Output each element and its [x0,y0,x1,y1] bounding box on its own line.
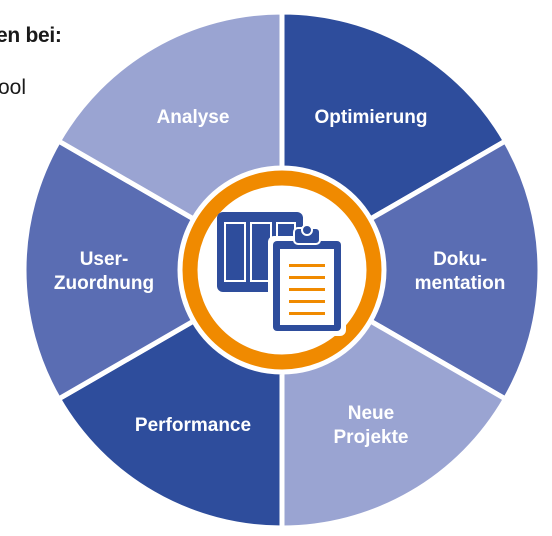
clipboard-line-5 [289,312,325,315]
label-optimierung-line-1: Optimierung [315,107,428,128]
sub-text: ool [0,76,27,99]
label-analyse: Analyse [157,107,230,128]
label-dokumentation: Doku-mentation [415,249,506,294]
label-performance-line-1: Performance [135,415,251,436]
clipboard-line-2 [289,276,325,279]
heading-text: en bei: [0,24,62,47]
label-neue-projekte-line-2: Projekte [334,427,409,448]
wheel-segments [21,9,543,531]
clipboard-columns-icon [217,212,346,336]
label-neue-projekte-line-1: Neue [348,403,394,424]
column-mid-inner [252,224,270,280]
label-analyse-line-1: Analyse [157,107,230,128]
clipboard-line-4 [289,300,325,303]
clipboard-clip-ring [301,224,313,236]
column-left-inner [226,224,244,280]
clipboard-paper [282,251,332,323]
label-user-zuordnung: User- Zuordnung [54,249,154,294]
label-user-zuordnung-line-1: User- [80,249,129,270]
label-optimierung: Optimierung [315,107,428,128]
label-dokumentation-line-1: Doku- [433,249,487,270]
label-dokumentation-line-2: mentation [415,273,506,294]
clipboard-line-1 [289,264,325,267]
label-performance: Performance [135,415,251,436]
clipboard-line-3 [289,288,325,291]
label-user-zuordnung-line-2: Zuordnung [54,273,154,294]
